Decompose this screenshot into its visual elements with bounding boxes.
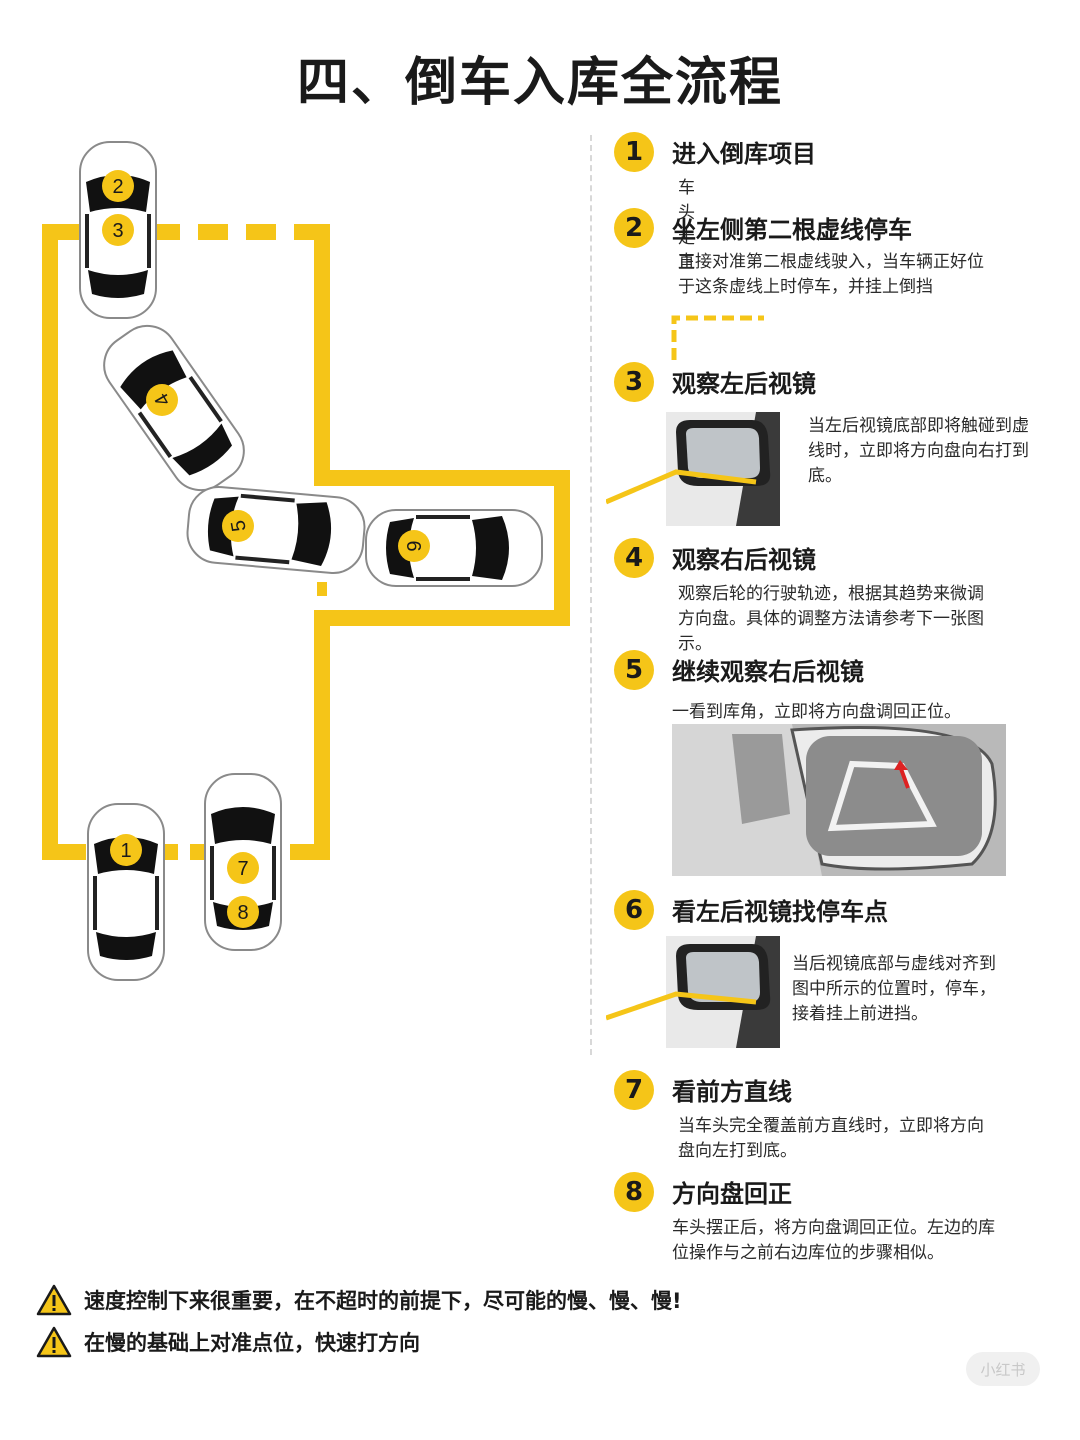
car-5 <box>184 483 368 577</box>
step-badge: 5 <box>614 650 654 690</box>
step-title: 方向盘回正 <box>672 1180 792 1208</box>
step-title: 看左后视镜找停车点 <box>672 898 888 926</box>
car-label-5: 5 <box>227 518 251 533</box>
parking-diagram: 2 3 4 5 6 1 7 8 <box>42 141 570 981</box>
warning-2: 在慢的基础上对准点位，快速打方向 <box>36 1326 420 1358</box>
step-desc: 一看到库角，立即将方向盘调回正位。 <box>672 702 961 722</box>
step-title: 进入倒库项目 <box>672 140 816 168</box>
car-label-3: 3 <box>112 220 123 242</box>
step-title: 观察左后视镜 <box>672 370 816 398</box>
step-badge: 4 <box>614 538 654 578</box>
warning-text: 在慢的基础上对准点位，快速打方向 <box>84 1331 420 1355</box>
step-desc: 车头摆正后，将方向盘调回正位。左边的库 位操作与之前右边库位的步骤相似。 <box>672 1218 995 1263</box>
step-badge: 2 <box>614 208 654 248</box>
step-title: 继续观察右后视镜 <box>672 658 864 686</box>
car-1 <box>87 803 165 981</box>
divider-line <box>590 135 592 1055</box>
warning-text: 速度控制下来很重要，在不超时的前提下，尽可能的慢、慢、慢! <box>84 1289 682 1313</box>
warning-icon <box>36 1284 72 1316</box>
step-badge: 7 <box>614 1070 654 1110</box>
step-title: 看前方直线 <box>672 1078 792 1106</box>
step-title: 观察右后视镜 <box>672 546 816 574</box>
car-label-8: 8 <box>237 902 248 924</box>
step-desc: 当左后视镜底部即将触碰到虚 线时，立即将方向盘向右打到 底。 <box>808 416 1029 486</box>
right-mirror-photo <box>672 724 1006 876</box>
warning-1: 速度控制下来很重要，在不超时的前提下，尽可能的慢、慢、慢! <box>36 1284 682 1316</box>
step-desc: 当车头完全覆盖前方直线时，立即将方向 盘向左打到底。 <box>678 1116 984 1161</box>
step-badge: 6 <box>614 890 654 930</box>
step-desc: 当后视镜底部与虚线对齐到 图中所示的位置时，停车， 接着挂上前进挡。 <box>792 954 996 1024</box>
step-desc: 直接对准第二根虚线驶入，当车辆正好位 于这条虚线上时停车，并挂上倒挡 <box>678 252 984 297</box>
step-badge: 8 <box>614 1172 654 1212</box>
car-label-6: 6 <box>402 540 424 551</box>
dashed-corner-graphic <box>671 315 764 360</box>
page-title: 四、倒车入库全流程 <box>296 53 783 113</box>
car-label-2: 2 <box>112 176 123 198</box>
car-badges <box>102 170 430 928</box>
left-mirror-image-2 <box>606 936 780 1048</box>
left-mirror-image-1 <box>606 412 780 526</box>
step-badge: 1 <box>614 132 654 172</box>
step-desc: 观察后轮的行驶轨迹，根据其趋势来微调 方向盘。具体的调整方法请参考下一张图 示。 <box>678 584 984 654</box>
step-badge: 3 <box>614 362 654 402</box>
car-6 <box>365 509 543 587</box>
step-desc: 车头走正 <box>678 178 695 273</box>
car-label-1: 1 <box>120 840 131 862</box>
watermark-badge: 小红书 <box>966 1352 1040 1386</box>
step-title: 坐左侧第二根虚线停车 <box>672 216 912 244</box>
car-label-7: 7 <box>237 858 248 880</box>
warning-icon <box>36 1326 72 1358</box>
